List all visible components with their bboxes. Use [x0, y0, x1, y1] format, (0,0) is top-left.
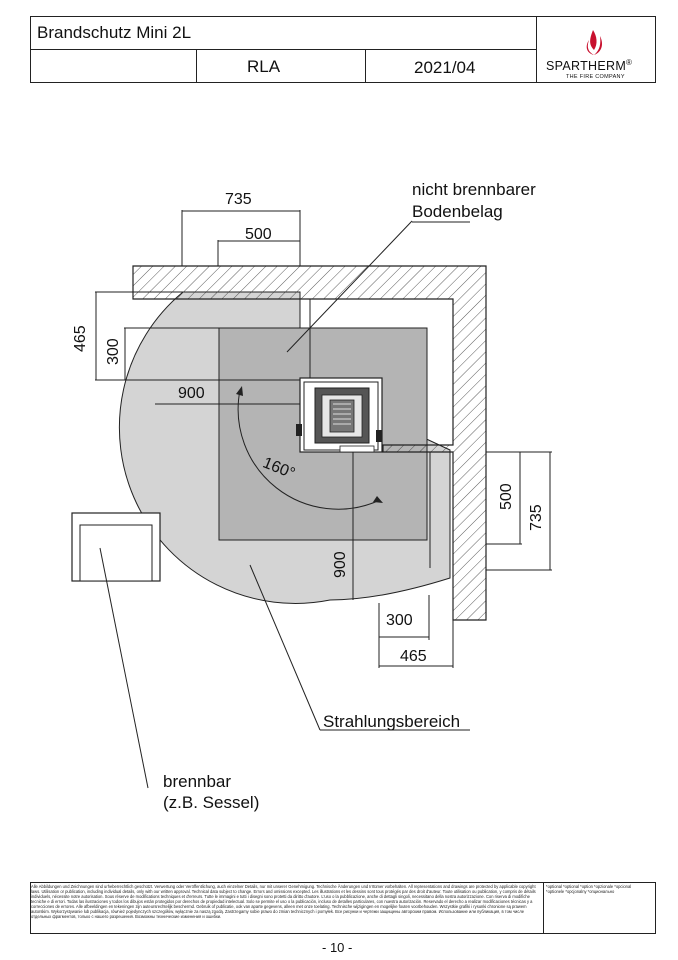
footer-frame: [30, 882, 656, 934]
brand-name: SPARTHERM®: [546, 58, 632, 73]
dim-left-outer: 465: [72, 325, 89, 352]
option-legend: *optional *optional *option *opzionale *…: [546, 884, 632, 894]
label-floor-line1: nicht brennbarer: [412, 180, 536, 199]
armchair: [71, 512, 161, 582]
dim-right-outer: 735: [528, 504, 545, 531]
header-divider-v1: [196, 49, 197, 83]
dim-radius-down: 900: [332, 551, 349, 578]
header-divider-h: [30, 49, 536, 50]
fireplace-unit: [296, 377, 383, 453]
label-radiation: Strahlungsbereich: [323, 712, 461, 731]
variant-code: RLA: [247, 57, 281, 76]
label-combustible-line2: (z.B. Sessel): [163, 793, 260, 812]
dim-left-inner: 300: [105, 338, 122, 365]
dim-top-outer: 735: [225, 191, 252, 208]
page-number: - 10 -: [322, 940, 353, 955]
document-title: Brandschutz Mini 2L: [37, 23, 192, 42]
header-divider-logo: [536, 16, 537, 83]
brand-tagline: THE FIRE COMPANY: [566, 74, 625, 80]
dim-bottom-outer: 465: [400, 648, 427, 665]
angle-arc: [237, 389, 381, 510]
header-divider-v2: [365, 49, 366, 83]
dim-bottom-inner: 300: [386, 612, 413, 629]
dim-right-inner: 500: [498, 483, 515, 510]
document-date: 2021/04: [414, 58, 476, 77]
leader-lines: [99, 220, 470, 789]
footer-divider: [543, 882, 544, 934]
registered-mark: ®: [626, 58, 633, 67]
brand-wordmark: SPARTHERM: [546, 59, 627, 74]
wall-hatch: [132, 265, 487, 621]
label-combustible-line1: brennbar: [163, 772, 232, 791]
legal-notice: Alle Abbildungen und Zeichnungen sind ur…: [31, 884, 536, 919]
label-floor-line2: Bodenbelag: [412, 202, 503, 221]
dim-top-inner: 500: [245, 226, 272, 243]
dimension-lines: [95, 210, 552, 668]
dim-radius-left: 900: [178, 385, 205, 402]
